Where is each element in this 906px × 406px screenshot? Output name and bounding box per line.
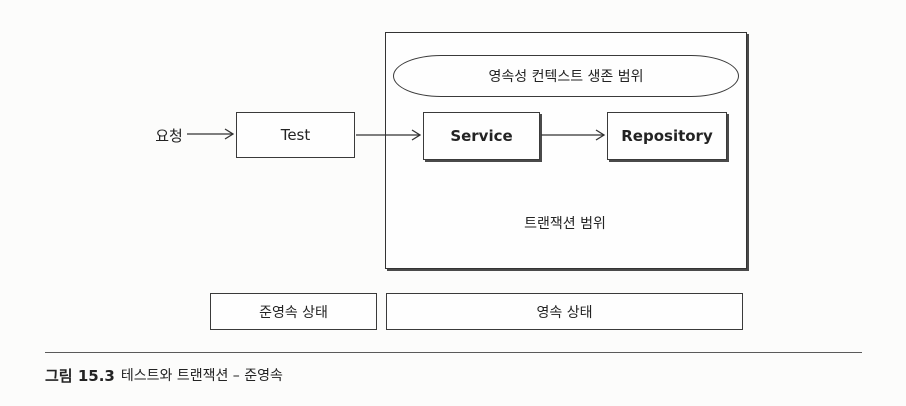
test-box-label: Test xyxy=(280,126,311,144)
persistent-state-label: 영속 상태 xyxy=(536,304,593,321)
service-box-label: Service xyxy=(450,127,513,145)
arrow-request-to-test xyxy=(187,128,235,140)
test-box: Test xyxy=(236,112,355,158)
detached-state-box: 준영속 상태 xyxy=(210,293,377,330)
repository-box: Repository xyxy=(607,112,727,160)
transaction-scope-label-text: 트랜잭션 범위 xyxy=(524,216,606,232)
service-box: Service xyxy=(423,112,540,160)
persistent-state-box: 영속 상태 xyxy=(386,293,743,330)
persistence-context-scope: 영속성 컨텍스트 생존 범위 xyxy=(393,55,739,97)
persistence-context-label: 영속성 컨텍스트 생존 범위 xyxy=(488,69,644,85)
repository-box-label: Repository xyxy=(621,127,713,145)
request-label-text: 요청 xyxy=(155,126,183,145)
figure-caption: 그림 15.3 테스트와 트랜잭션 – 준영속 xyxy=(45,364,283,386)
detached-state-label: 준영속 상태 xyxy=(259,304,328,321)
figure-number: 그림 15.3 xyxy=(45,366,115,385)
caption-divider xyxy=(45,352,862,353)
request-label: 요청 xyxy=(150,124,188,146)
transaction-scope-label: 트랜잭션 범위 xyxy=(470,212,660,234)
figure-title: 테스트와 트랜잭션 – 준영속 xyxy=(120,368,283,384)
